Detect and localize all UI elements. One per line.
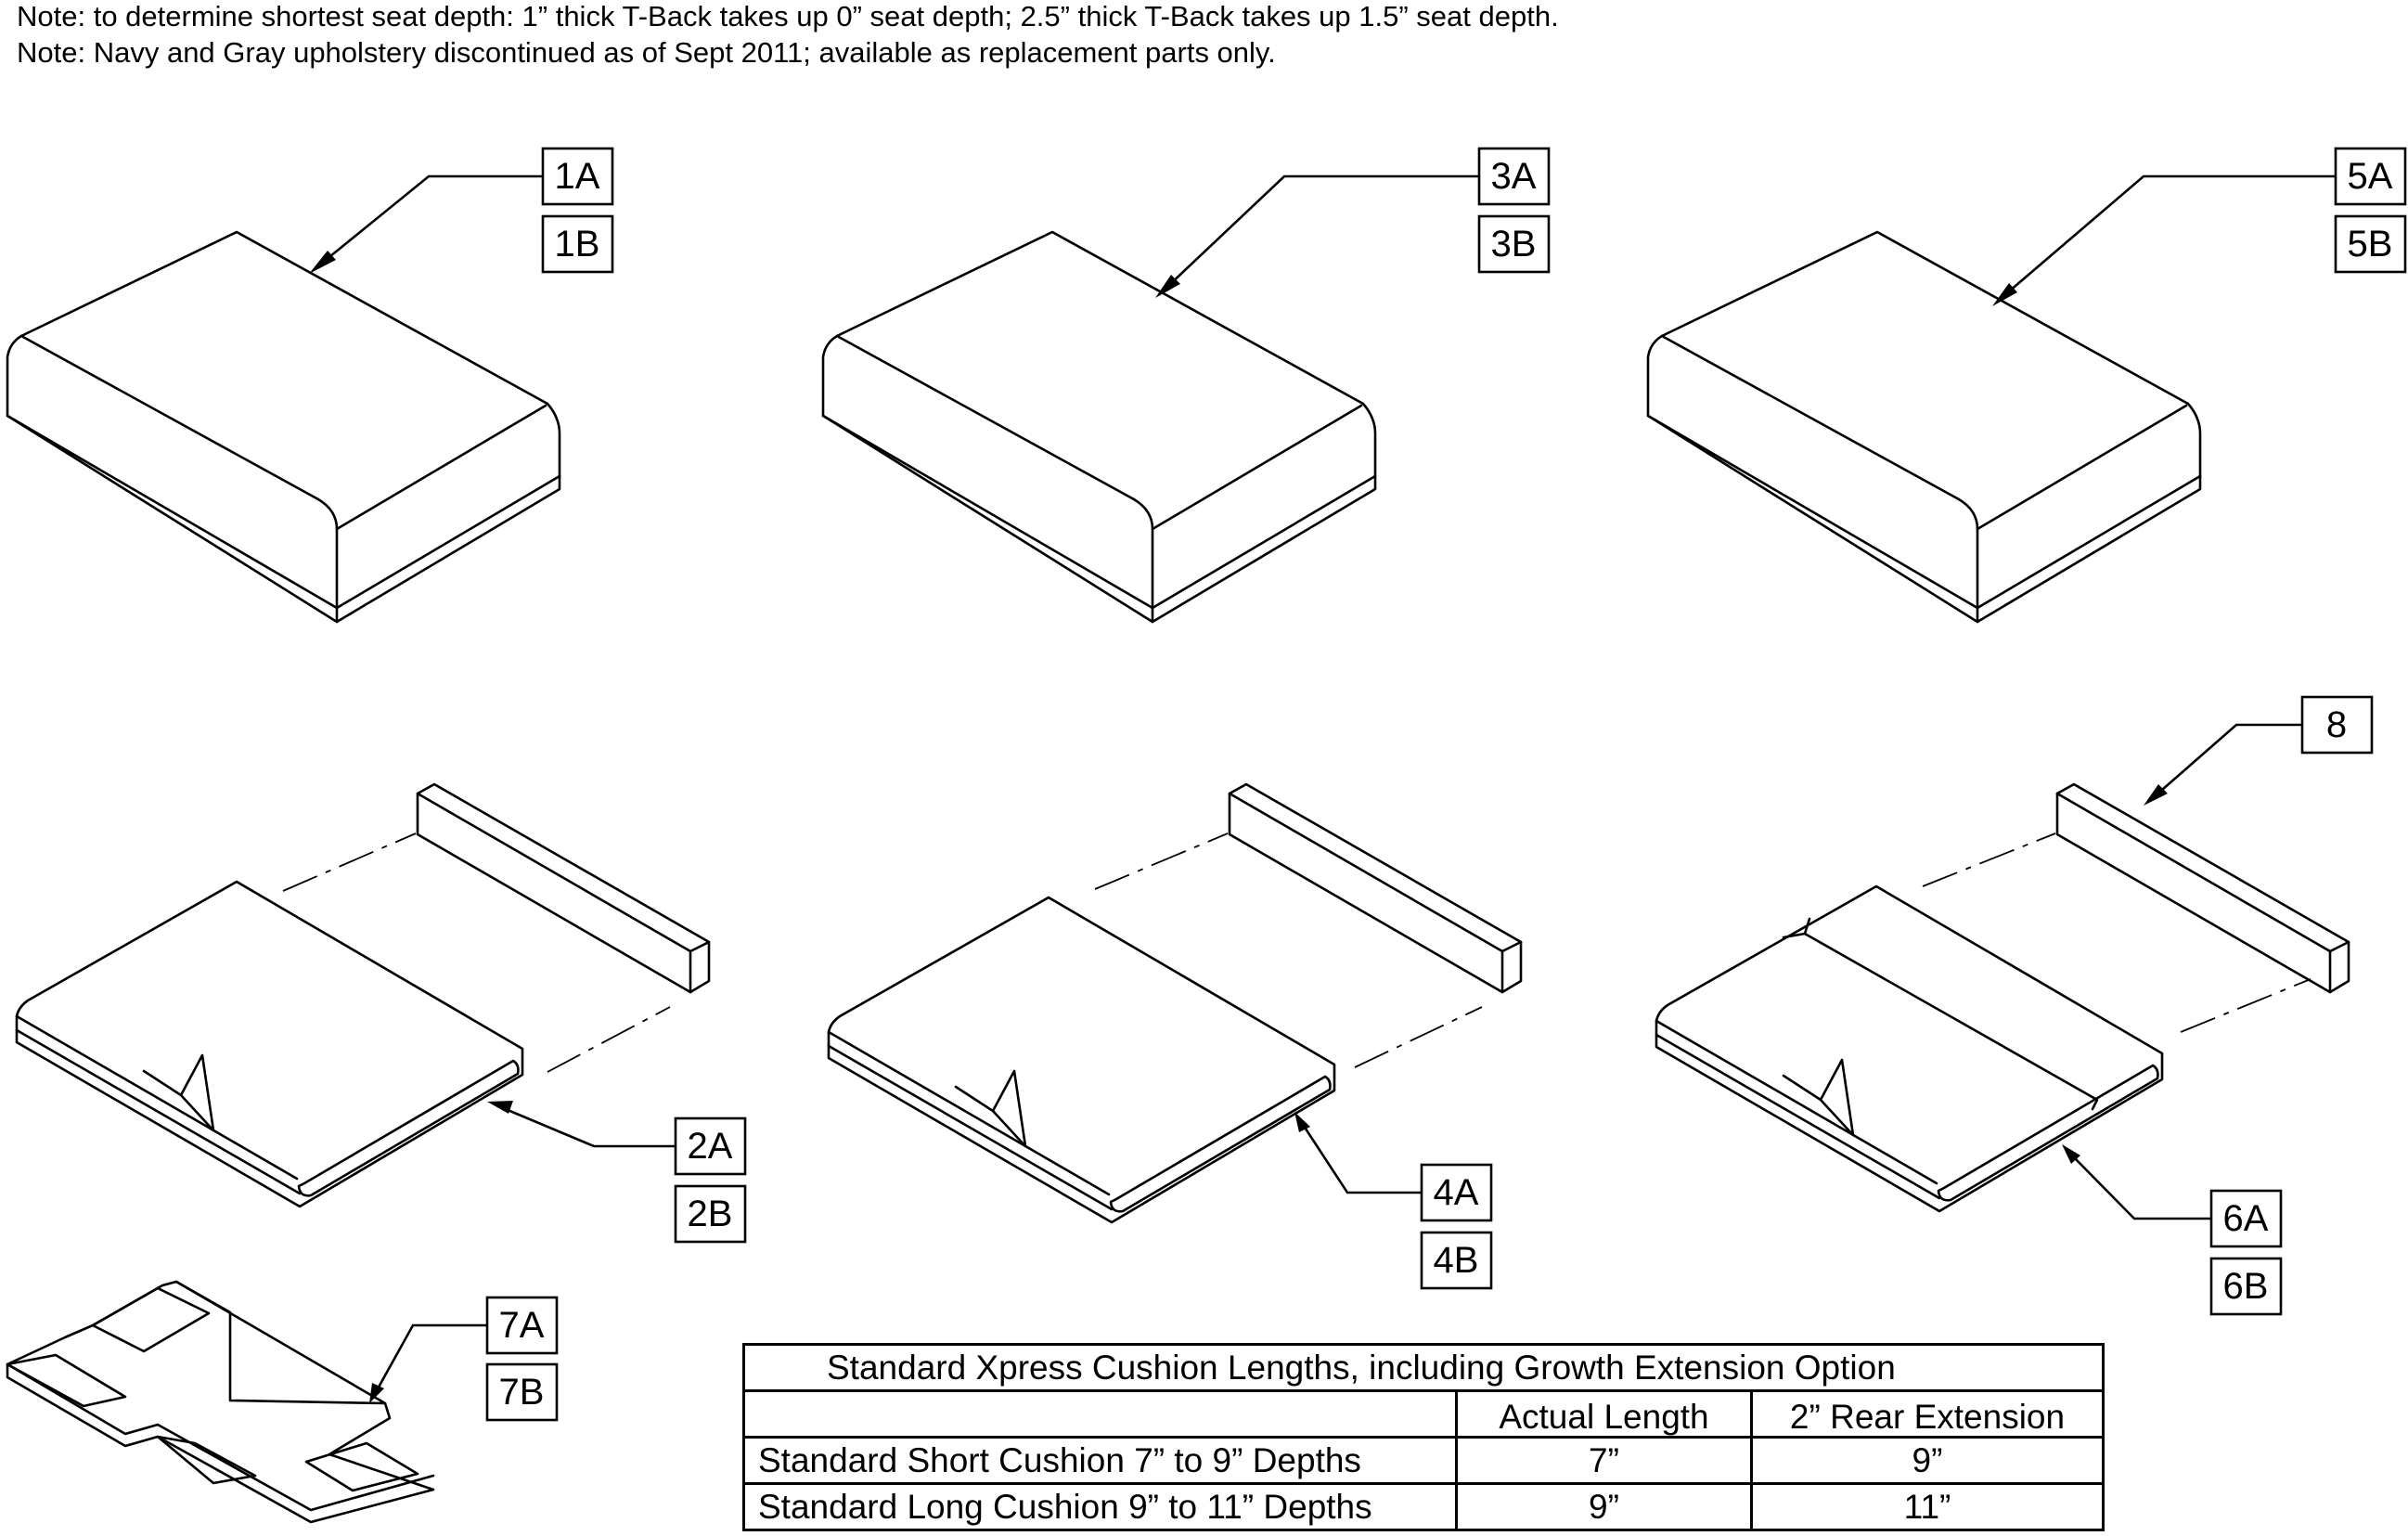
table-title: Standard Xpress Cushion Lengths, includi… [742, 1343, 2105, 1392]
callout-4a-box [1420, 1163, 1493, 1222]
callout-7a: 7A [499, 1305, 545, 1346]
alignment-lines [282, 833, 2311, 1073]
callout-2b-box [674, 1184, 747, 1244]
leader-4 [1294, 1112, 1422, 1194]
cushion-3 [821, 230, 1377, 624]
callout-8-box [2300, 695, 2374, 755]
callout-5a-box [2334, 147, 2407, 206]
callout-3b-box [1477, 214, 1551, 274]
extender-8 [2055, 782, 2350, 994]
seat-base-2 [15, 880, 524, 1208]
note-upholstery: Note: Navy and Gray upholstery discontin… [17, 36, 1276, 69]
leader-7 [369, 1323, 487, 1403]
callout-2a: 2A [688, 1126, 733, 1167]
callout-3b: 3B [1491, 224, 1537, 265]
extender-4 [1228, 782, 1523, 994]
leader-6 [2062, 1144, 2211, 1220]
cushion-lengths-table: Standard Xpress Cushion Lengths, includi… [742, 1343, 2105, 1531]
seat-base-4 [827, 896, 1336, 1224]
callout-4b-box [1420, 1231, 1493, 1290]
callout-4b: 4B [1434, 1240, 1479, 1281]
callout-7a-box [485, 1296, 559, 1355]
callout-6b-box [2209, 1257, 2283, 1316]
callout-6a: 6A [2223, 1198, 2269, 1239]
seat-base-6-step [1782, 917, 2099, 1111]
cushion-1 [6, 230, 561, 624]
leader-5 [1992, 174, 2336, 306]
callout-3a-box [1477, 147, 1551, 206]
callout-3a: 3A [1491, 156, 1537, 197]
note-seat-depth: Note: to determine shortest seat depth: … [17, 0, 1559, 32]
row-label-short: Standard Short Cushion 7” to 9” Depths [742, 1436, 1458, 1485]
callout-8: 8 [2326, 704, 2347, 745]
callout-1a: 1A [555, 156, 600, 197]
cushion-pad-7 [6, 1280, 435, 1524]
table-header-rear-extension: 2” Rear Extension [1750, 1389, 2105, 1439]
table-header-actual-length: Actual Length [1455, 1389, 1753, 1439]
callout-5a: 5A [2348, 156, 2393, 197]
table-header-blank [742, 1389, 1458, 1439]
callout-5b: 5B [2348, 224, 2393, 265]
table-row: Standard Long Cushion 9” to 11” Depths 9… [742, 1482, 2105, 1531]
seat-base-6 [1655, 884, 2164, 1213]
callout-6a-box [2209, 1189, 2283, 1248]
cell-short-extension: 9” [1750, 1436, 2105, 1485]
extender-2 [416, 782, 711, 994]
callout-2b: 2B [688, 1194, 733, 1234]
row-label-long: Standard Long Cushion 9” to 11” Depths [742, 1482, 1458, 1531]
callout-7b-box [485, 1362, 559, 1422]
leader-8 [2144, 723, 2302, 806]
leader-1 [309, 174, 543, 274]
callout-4a: 4A [1434, 1172, 1479, 1213]
leader-2 [487, 1101, 676, 1148]
callout-6b: 6B [2223, 1266, 2269, 1307]
table-row: Standard Short Cushion 7” to 9” Depths 7… [742, 1436, 2105, 1485]
callout-1b: 1B [555, 224, 600, 265]
cell-short-actual: 7” [1455, 1436, 1753, 1485]
callout-1a-box [541, 147, 614, 206]
callout-7b: 7B [499, 1372, 545, 1413]
cushion-5 [1646, 230, 2202, 624]
callout-2a-box [674, 1117, 747, 1176]
cell-long-extension: 11” [1750, 1482, 2105, 1531]
leader-3 [1155, 174, 1479, 298]
callout-1b-box [541, 214, 614, 274]
cell-long-actual: 9” [1455, 1482, 1753, 1531]
callout-5b-box [2334, 214, 2407, 274]
